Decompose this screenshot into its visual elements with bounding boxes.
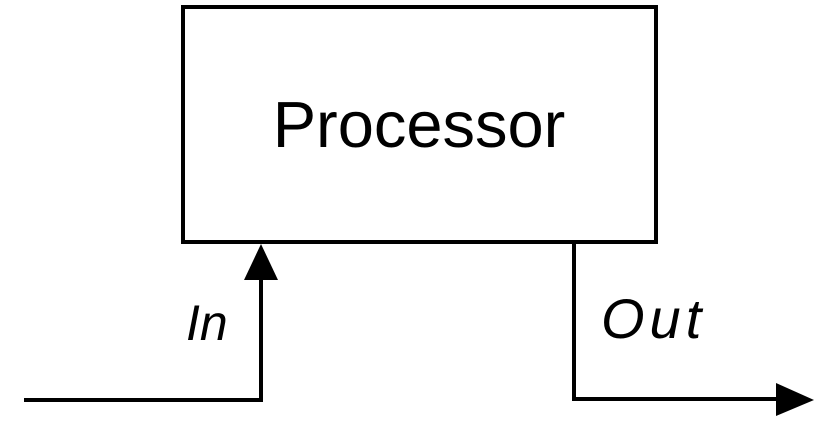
output-line (572, 244, 778, 401)
processor-box (181, 5, 658, 244)
input-arrowhead-icon (244, 244, 278, 280)
output-arrowhead-icon (776, 383, 814, 416)
input-label: In (186, 295, 228, 351)
input-line (24, 278, 263, 402)
output-label: Out (601, 287, 706, 350)
processor-label: Processor (273, 88, 566, 161)
